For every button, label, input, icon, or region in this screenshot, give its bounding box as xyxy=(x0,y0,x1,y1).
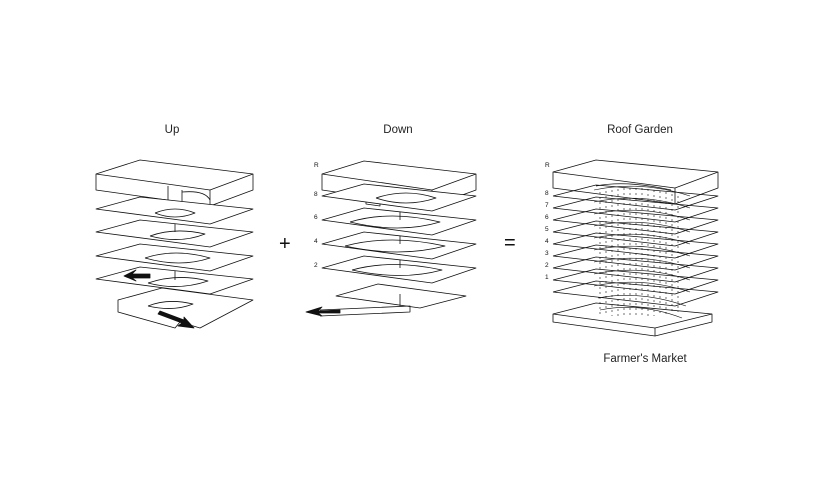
roof-slab-0 xyxy=(552,280,719,307)
up-slab-2 xyxy=(95,219,254,248)
down-floor-label-6: 6 xyxy=(314,214,318,221)
down-slab-6 xyxy=(321,207,477,236)
down-ground-slab xyxy=(319,283,467,317)
roof-slab-1 xyxy=(552,268,719,295)
roof-ground-box xyxy=(552,302,713,337)
down-slab-8 xyxy=(321,183,477,212)
down-slab-2 xyxy=(321,255,477,284)
roof-floor-label-3: 3 xyxy=(545,250,549,257)
roof-floor-label-7: 7 xyxy=(545,202,549,209)
down-title: Down xyxy=(383,124,413,136)
up-slab-3 xyxy=(95,243,254,272)
plus-operator: + xyxy=(279,233,291,255)
roof-slab-3 xyxy=(552,244,719,271)
roof-floor-label-2: 2 xyxy=(545,262,549,269)
roof-floor-label-4: 4 xyxy=(545,238,549,245)
up-slab-1 xyxy=(95,196,254,225)
roof-slab-4 xyxy=(552,232,719,259)
roof-slab-5 xyxy=(552,220,719,247)
down-floor-label-2: 2 xyxy=(314,262,318,269)
up-roof-block xyxy=(95,159,254,208)
roof-slab-8 xyxy=(552,184,719,211)
roof-roof-block xyxy=(552,159,719,205)
up-title: Up xyxy=(164,124,180,136)
down-floor-label-8: 8 xyxy=(314,191,318,198)
roof-floor-label-8: 8 xyxy=(545,190,549,197)
roof-garden-title: Roof Garden xyxy=(607,124,673,136)
down-floor-label-4: 4 xyxy=(314,238,318,245)
down-arrow xyxy=(305,306,341,317)
roof-floor-label-r: R xyxy=(545,162,550,169)
roof-slab-2 xyxy=(552,256,719,283)
roof-floor-label-1: 1 xyxy=(545,274,549,281)
down-slab-4 xyxy=(321,231,477,260)
equals-operator: = xyxy=(504,232,516,254)
roof-floor-label-5: 5 xyxy=(545,226,549,233)
down-floor-label-r: R xyxy=(314,162,319,169)
roof-slab-6 xyxy=(552,208,719,235)
roof-floor-label-6: 6 xyxy=(545,214,549,221)
up-arrows xyxy=(123,269,195,329)
farmers-market-label: Farmer's Market xyxy=(603,353,687,365)
roof-garden-ramp xyxy=(593,185,691,319)
roof-slab-7 xyxy=(552,196,719,223)
